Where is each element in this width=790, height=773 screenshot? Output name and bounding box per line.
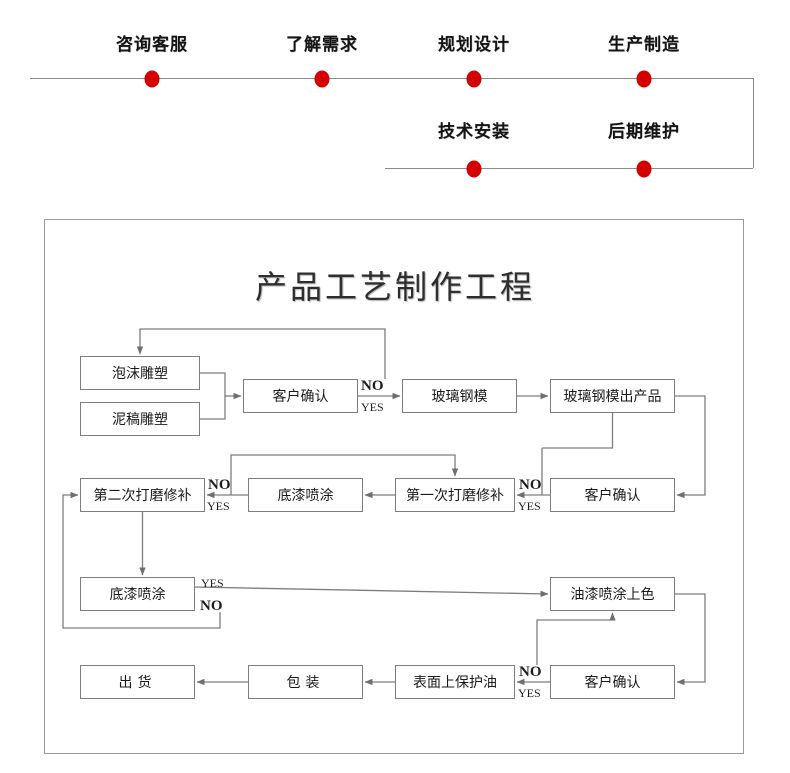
decision-label-no: NO [519, 477, 542, 493]
flow-node-paint[interactable]: 油漆喷涂上色 [550, 577, 675, 611]
flow-node-ship[interactable]: 出货 [80, 665, 195, 699]
flow-connector [536, 612, 616, 665]
timeline-dot[interactable] [314, 70, 330, 88]
timeline-step-label: 后期维护 [608, 122, 680, 141]
flow-connector [542, 413, 614, 449]
decision-label-no: NO [519, 664, 542, 680]
flow-node-confirm2[interactable]: 客户确认 [550, 478, 675, 512]
flowchart-title: 产品工艺制作工程 [254, 269, 535, 305]
decision-label-yes: YES [207, 499, 230, 513]
timeline-step-label: 技术安装 [438, 122, 510, 141]
decision-label-no: NO [208, 477, 231, 493]
decision-label-yes: YES [518, 499, 541, 513]
flow-connector [675, 395, 706, 499]
timeline-axis [30, 78, 753, 79]
flow-node-sand1[interactable]: 第一次打磨修补 [395, 478, 515, 512]
decision-label-yes: YES [518, 686, 541, 700]
timeline-step-label: 生产制造 [608, 35, 680, 54]
timeline-dot[interactable] [636, 70, 652, 88]
decision-label-no: NO [361, 378, 384, 394]
decision-label-yes: YES [201, 576, 224, 590]
flow-node-primer2[interactable]: 底漆喷涂 [80, 577, 195, 611]
flowchart-panel: 产品工艺制作工程 泡沫雕塑泥稿雕塑客户确认玻璃钢模玻璃钢模出产品客户确认第一次打… [44, 219, 744, 754]
timeline-dot[interactable] [466, 160, 482, 178]
flow-node-protect[interactable]: 表面上保护油 [395, 665, 515, 699]
timeline-dot[interactable] [636, 160, 652, 178]
timeline-dot[interactable] [466, 70, 482, 88]
flow-connector [675, 593, 706, 686]
timeline-dot[interactable] [144, 70, 160, 88]
timeline-step-label: 咨询客服 [116, 35, 188, 54]
flow-connector [200, 372, 242, 400]
decision-label-no: NO [200, 598, 223, 614]
timeline-connector [753, 78, 754, 168]
timeline-step-label: 了解需求 [286, 35, 358, 54]
flow-connector [136, 328, 386, 379]
timeline-axis [385, 168, 753, 169]
flow-node-pack[interactable]: 包装 [248, 665, 363, 699]
flow-node-confirm3[interactable]: 客户确认 [550, 665, 675, 699]
flow-connector [230, 454, 459, 495]
flow-node-clay[interactable]: 泥稿雕塑 [80, 402, 200, 436]
flow-node-foam[interactable]: 泡沫雕塑 [80, 356, 200, 390]
flow-connector [200, 396, 226, 420]
flow-node-sand2[interactable]: 第二次打磨修补 [80, 478, 205, 512]
flow-node-frpmold[interactable]: 玻璃钢模 [402, 379, 517, 413]
flow-connector [62, 491, 221, 629]
flowchart-connectors [62, 328, 706, 686]
flow-node-frpout[interactable]: 玻璃钢模出产品 [550, 379, 675, 413]
flow-node-confirm1[interactable]: 客户确认 [243, 379, 358, 413]
decision-label-yes: YES [361, 400, 384, 414]
flow-connector [194, 586, 549, 598]
timeline-step-label: 规划设计 [438, 35, 510, 54]
flow-node-primer1[interactable]: 底漆喷涂 [248, 478, 363, 512]
